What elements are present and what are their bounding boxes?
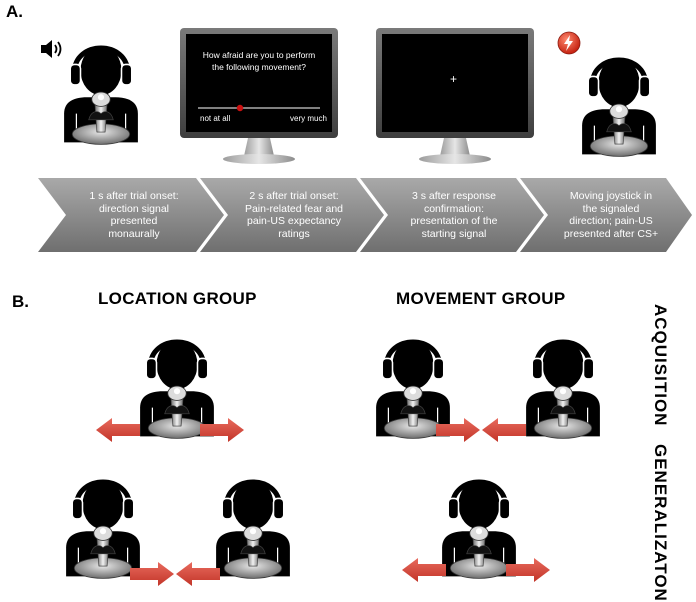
location-generalization-figure-right <box>212 462 294 582</box>
participant-figure-shock <box>578 40 660 160</box>
timeline-step-1-text: 1 s after trial onset: direction signal … <box>89 190 179 240</box>
timeline-step-4-text: Moving joystick in the signaled directio… <box>563 190 659 240</box>
location-group-title: LOCATION GROUP <box>98 289 257 308</box>
arrow-right-red <box>130 562 174 586</box>
scale-label-low: not at all <box>200 114 231 123</box>
pain-shock-icon <box>557 31 581 55</box>
trial-timeline <box>38 178 692 252</box>
timeline-step-3 <box>360 178 544 252</box>
arrow-left-red <box>176 562 220 586</box>
movement-group-title: MOVEMENT GROUP <box>396 289 566 308</box>
arrow-left-red <box>402 558 446 582</box>
arrow-right-red <box>200 418 244 442</box>
timeline-step-2-text: 2 s after trial onset: Pain-related fear… <box>244 190 344 240</box>
timeline-step-1 <box>38 178 224 252</box>
monitor-rating-screen <box>180 28 338 164</box>
panel-b-label: B. <box>12 292 29 311</box>
panel-a-label: A. <box>6 2 23 21</box>
monitor-fixation-screen <box>376 28 534 164</box>
arrow-left-red <box>482 418 526 442</box>
scale-label-high: very much <box>290 114 327 123</box>
movement-acquisition-figure-right <box>522 322 604 442</box>
speaker-icon <box>41 40 62 58</box>
participant-figure-headphones <box>60 28 142 148</box>
acquisition-label: ACQUISITION <box>651 304 670 427</box>
fear-question-line2: the following movement? <box>211 62 307 72</box>
generalization-label: GENERALIZATON <box>651 444 670 602</box>
fear-question-line1: How afraid are you to perform <box>202 50 316 60</box>
arrow-right-red <box>506 558 550 582</box>
timeline-step-2 <box>200 178 384 252</box>
timeline-step-4 <box>520 178 692 252</box>
fixation-cross: + <box>450 72 458 86</box>
arrow-right-red <box>436 418 480 442</box>
timeline-step-3-text: 3 s after response confirmation: present… <box>410 190 498 240</box>
arrow-left-red <box>96 418 140 442</box>
